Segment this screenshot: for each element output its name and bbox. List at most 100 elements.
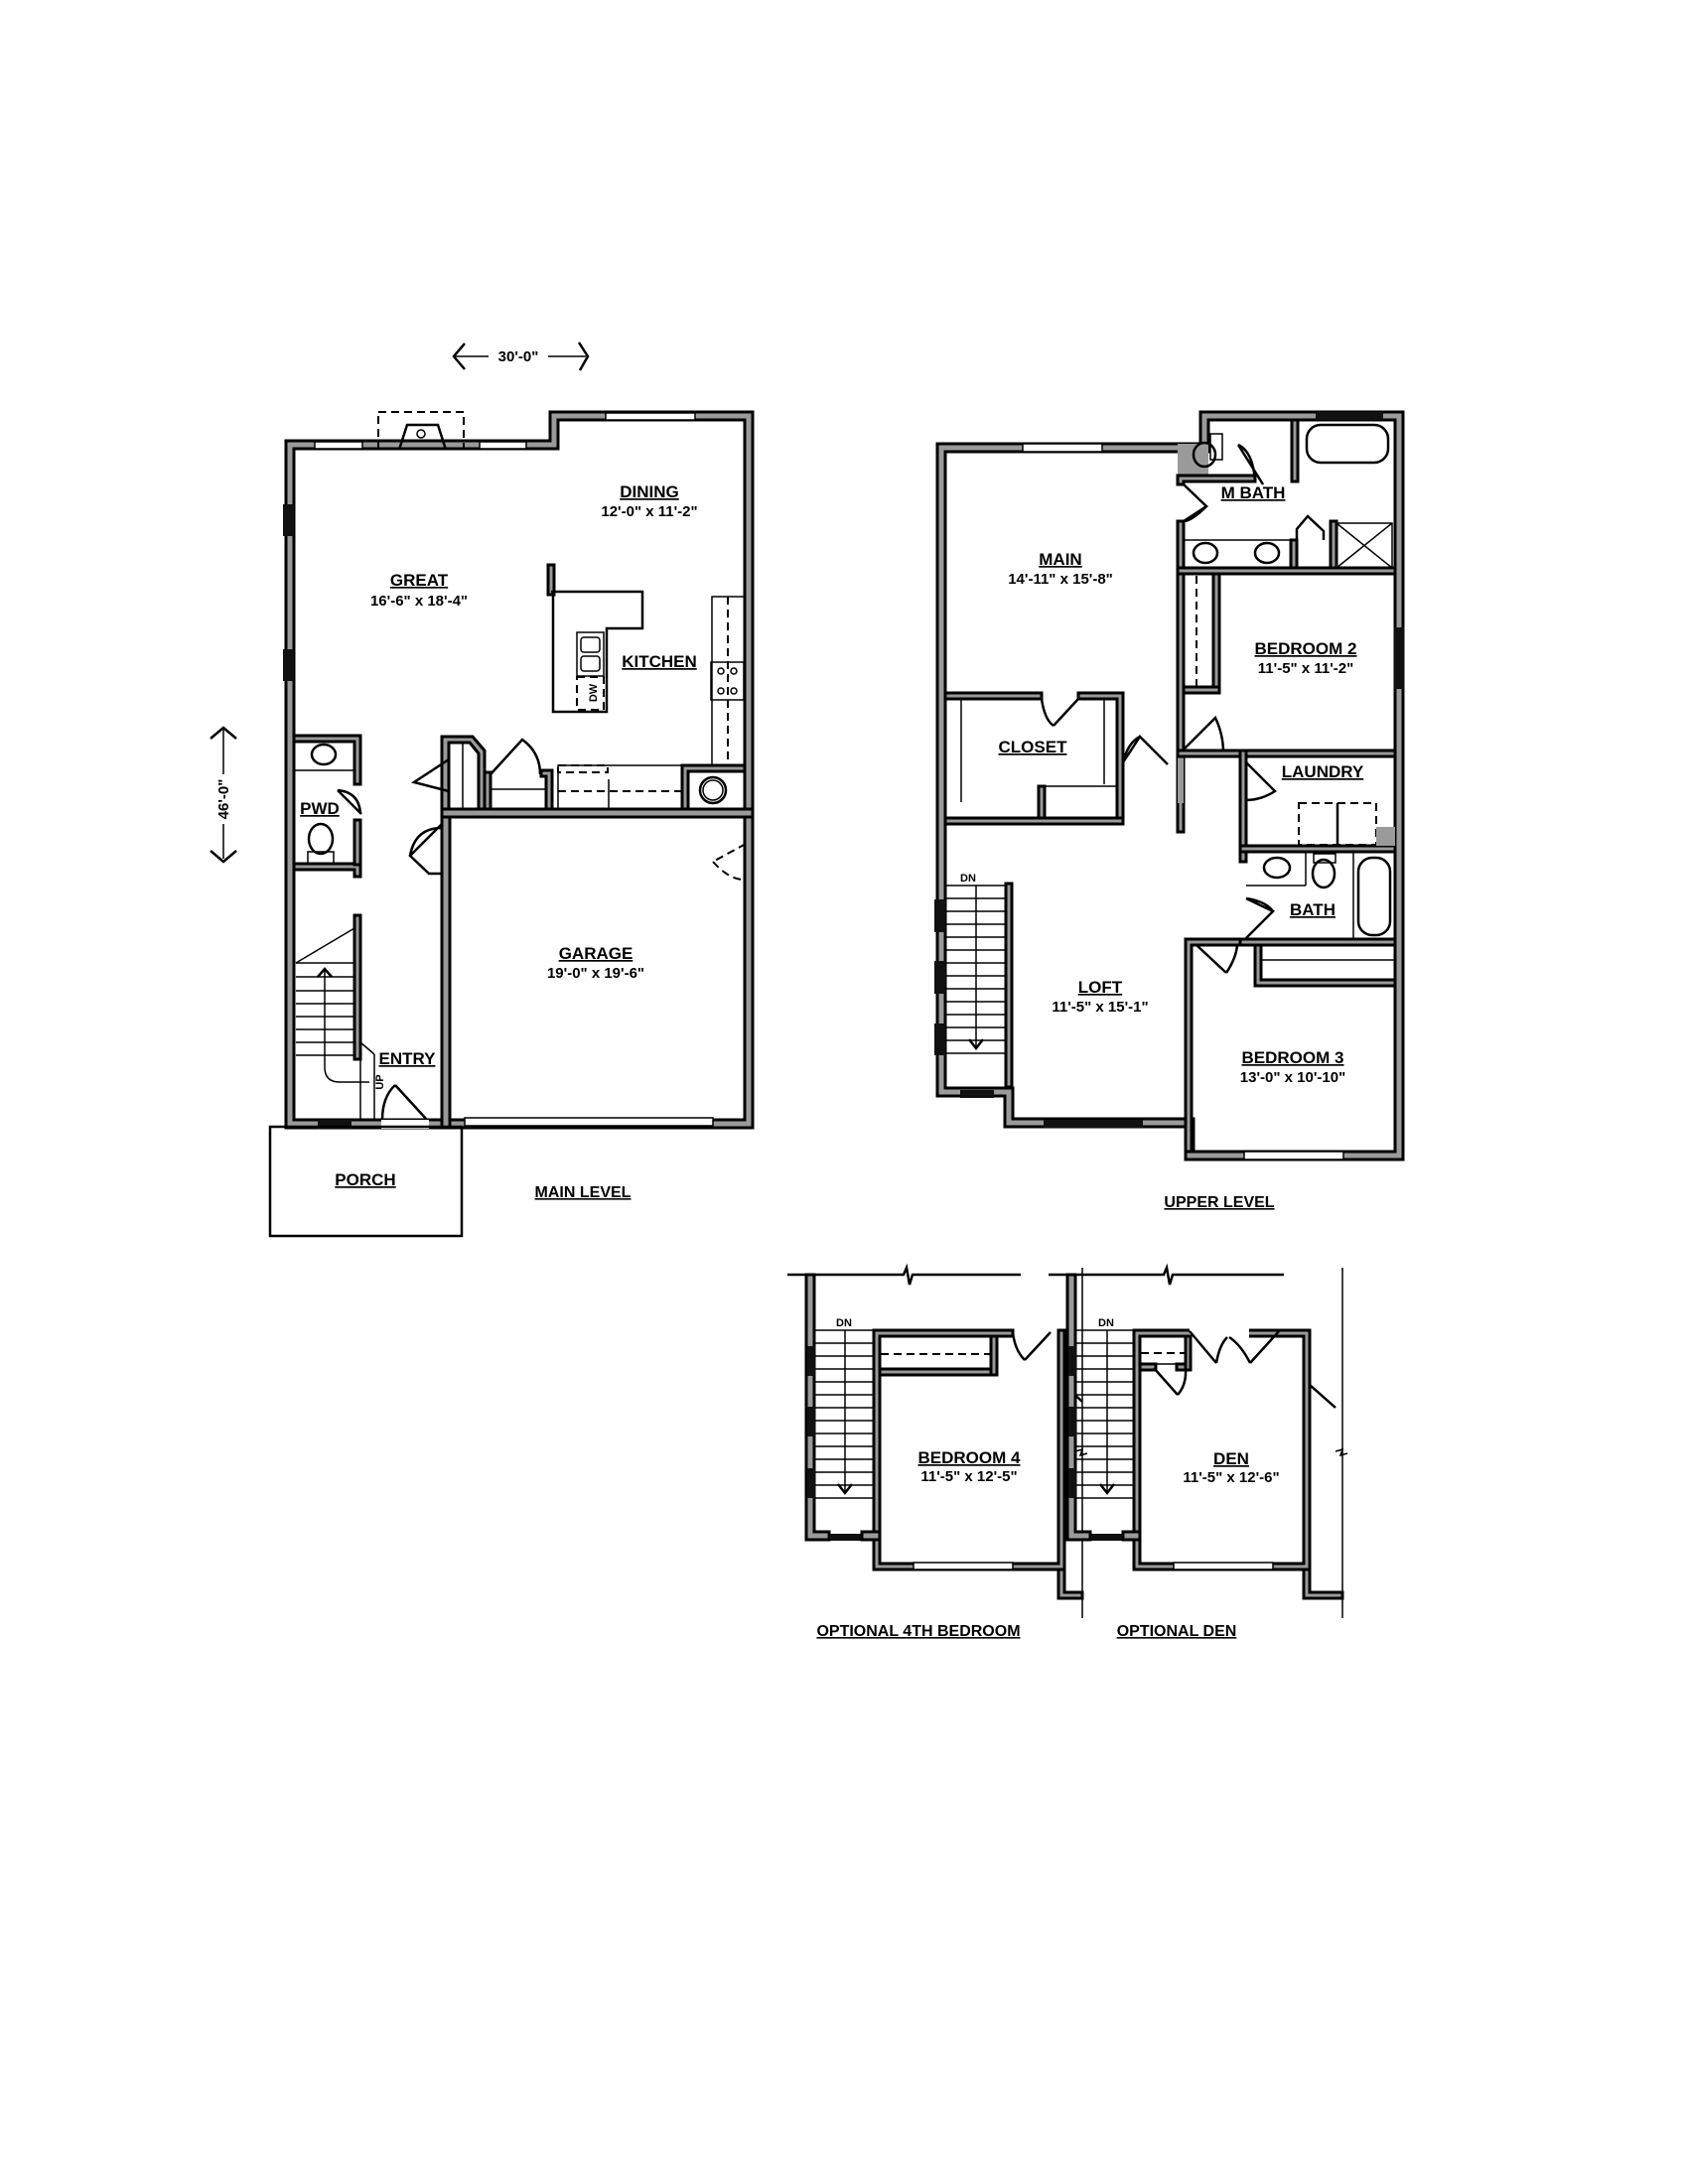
room-label-bedroom-4: BEDROOM 4 bbox=[918, 1448, 1022, 1467]
side-door-icon bbox=[712, 843, 747, 882]
window bbox=[314, 441, 363, 450]
room-label-loft: LOFT bbox=[1078, 978, 1123, 997]
pwd-wall bbox=[292, 734, 362, 786]
room-label-entry: ENTRY bbox=[379, 1049, 437, 1068]
upper-level-plan: M BATH BEDROOM 2 11'-5" x 11'-2" MAIN 14… bbox=[934, 410, 1405, 1211]
range-icon bbox=[710, 661, 745, 701]
porch-outline bbox=[268, 1125, 464, 1238]
window bbox=[1316, 412, 1383, 420]
room-size-great: 16'-6" x 18'-4" bbox=[370, 593, 468, 610]
stair-rail bbox=[1004, 882, 1014, 1089]
arrow-left-icon bbox=[452, 342, 466, 370]
optional-4th-bedroom-plan: DN BEDROOM 4 11'-5" x 12'-5" OPTIONAL 4T… bbox=[787, 1263, 1088, 1640]
door-swing-icon bbox=[1236, 443, 1265, 485]
room-label-laundry: LAUNDRY bbox=[1282, 762, 1364, 781]
door-swing-icon bbox=[1183, 483, 1209, 523]
window bbox=[1044, 1120, 1143, 1128]
room-label-bedroom-2: BEDROOM 2 bbox=[1255, 639, 1357, 658]
garage-door-swing-icon bbox=[408, 823, 443, 876]
toilet-icon bbox=[307, 822, 335, 856]
room-label-porch: PORCH bbox=[335, 1170, 395, 1189]
window bbox=[283, 649, 294, 681]
garage-wall bbox=[440, 807, 452, 1130]
upper-stair: DN bbox=[946, 873, 1006, 1054]
optional-4th-bedroom-title: OPTIONAL 4TH BEDROOM bbox=[816, 1623, 1020, 1640]
double-door-swing-icon bbox=[1189, 1330, 1280, 1364]
room-label-m-bath: M BATH bbox=[1221, 483, 1286, 502]
door-swing-icon bbox=[490, 738, 542, 775]
room-label-kitchen: KITCHEN bbox=[622, 652, 697, 671]
stair: DN bbox=[1076, 1317, 1134, 1499]
door-swing-icon bbox=[1011, 1331, 1052, 1361]
toilet-icon bbox=[1311, 858, 1336, 889]
room-label-great: GREAT bbox=[390, 571, 449, 590]
arrow-down-icon bbox=[837, 1483, 853, 1496]
window bbox=[605, 412, 696, 421]
depth-dimension: 46'-0" bbox=[210, 726, 237, 864]
door-swing-icon bbox=[337, 788, 362, 815]
shower-icon bbox=[1336, 522, 1393, 569]
main-stair: UP bbox=[295, 927, 386, 1120]
water-heater-icon bbox=[698, 775, 728, 805]
room-label-bath: BATH bbox=[1290, 900, 1336, 919]
bathtub-icon bbox=[1356, 856, 1392, 937]
sink-icon bbox=[310, 743, 338, 766]
pwd-wall bbox=[292, 862, 362, 879]
stair: DN bbox=[815, 1317, 874, 1499]
stair-down-label: DN bbox=[1098, 1317, 1114, 1329]
width-dimension-label: 30'-0" bbox=[498, 348, 539, 365]
room-label-bedroom-3: BEDROOM 3 bbox=[1242, 1048, 1344, 1067]
arrow-right-icon bbox=[577, 341, 590, 371]
stair-down-label: DN bbox=[836, 1317, 852, 1329]
room-label-main: MAIN bbox=[1039, 550, 1081, 569]
door-swing-icon bbox=[1245, 761, 1277, 802]
optional-den-plan: DN DEN 11'-5" x 12'-6" OPTIONAL DEN bbox=[1049, 1263, 1348, 1640]
arrow-up-icon bbox=[317, 967, 333, 978]
window bbox=[934, 899, 945, 932]
sink-icon bbox=[1192, 541, 1219, 565]
sink-icon bbox=[1253, 541, 1281, 565]
room-size-bedroom-4: 11'-5" x 12'-5" bbox=[920, 1468, 1017, 1485]
fireplace-icon bbox=[377, 411, 465, 451]
pantry-wall bbox=[440, 735, 487, 811]
stair-direction-arrow bbox=[324, 970, 369, 1083]
main-level-title: MAIN LEVEL bbox=[535, 1184, 632, 1201]
room-size-main: 14'-11" x 15'-8" bbox=[1008, 571, 1113, 588]
room-size-loft: 11'-5" x 15'-1" bbox=[1052, 999, 1148, 1016]
window bbox=[1394, 627, 1404, 689]
window bbox=[934, 961, 945, 994]
break-line bbox=[1049, 1263, 1284, 1286]
main-level-plan: 30'-0" 46'-0" bbox=[210, 341, 755, 1238]
toilet-icon bbox=[1192, 441, 1217, 469]
room-label-garage: GARAGE bbox=[559, 944, 633, 963]
door-swing-icon bbox=[1121, 735, 1169, 765]
room-size-bedroom-2: 11'-5" x 11'-2" bbox=[1258, 660, 1353, 677]
stair-up-label: UP bbox=[374, 1074, 386, 1089]
door-swing-icon bbox=[1183, 715, 1225, 753]
room-size-bedroom-3: 13'-0" x 10'-10" bbox=[1240, 1069, 1345, 1086]
door-swing-icon bbox=[1245, 896, 1276, 939]
front-door-icon bbox=[380, 1084, 428, 1121]
sink-icon bbox=[1262, 856, 1292, 880]
window bbox=[1022, 443, 1103, 453]
depth-dimension-label: 46'-0" bbox=[215, 779, 232, 820]
room-label-pwd: PWD bbox=[300, 799, 340, 818]
door-swing-icon bbox=[1153, 1367, 1188, 1396]
window bbox=[318, 1120, 352, 1129]
stair-down-label: DN bbox=[960, 873, 976, 885]
window bbox=[960, 1090, 994, 1098]
width-dimension: 30'-0" bbox=[452, 341, 590, 371]
room-size-garage: 19'-0" x 19'-6" bbox=[547, 965, 644, 982]
upper-level-title: UPPER LEVEL bbox=[1164, 1194, 1274, 1211]
window bbox=[479, 441, 527, 450]
window bbox=[934, 1024, 945, 1055]
arrow-down-icon bbox=[1099, 1483, 1115, 1496]
arrow-down-icon bbox=[968, 1038, 984, 1051]
room-label-closet: CLOSET bbox=[999, 738, 1068, 756]
arrow-down-icon bbox=[210, 850, 237, 864]
window bbox=[283, 504, 294, 536]
arrow-up-icon bbox=[210, 726, 237, 740]
bathtub-icon bbox=[1305, 423, 1390, 465]
dishwasher-label: DW bbox=[588, 683, 600, 702]
